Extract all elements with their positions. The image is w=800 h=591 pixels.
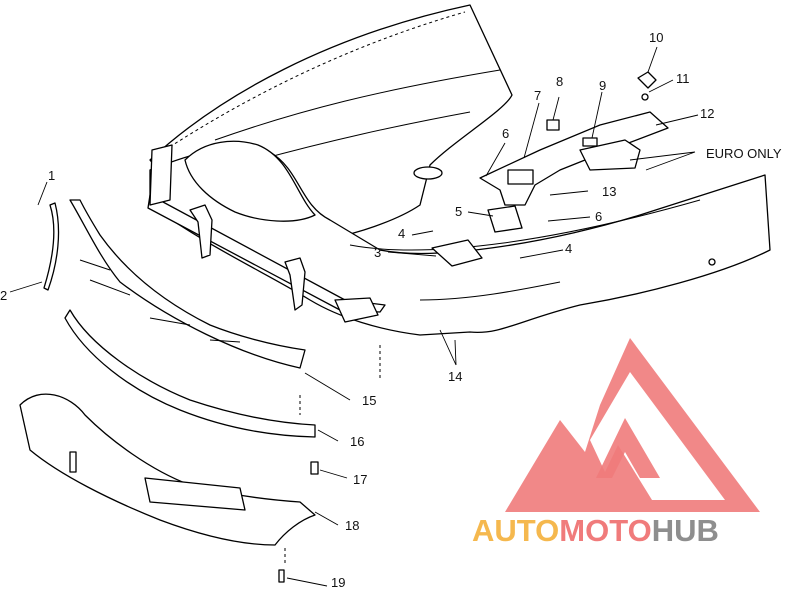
watermark-logo	[505, 338, 760, 512]
screw-17	[310, 461, 319, 475]
callout-12: 12	[700, 106, 714, 121]
frame-bracket-center	[334, 297, 379, 323]
cowl-contour	[349, 199, 701, 301]
callout-13: 13	[602, 184, 616, 199]
label-plate-7	[507, 169, 534, 185]
bumper-cover-15	[69, 199, 306, 369]
callout-7: 7	[534, 88, 541, 103]
frame-end-left	[149, 144, 173, 206]
hood-vent	[413, 166, 443, 180]
hinge-plate-5	[487, 205, 523, 233]
washer-11	[641, 93, 649, 101]
leader-lines	[9, 46, 699, 587]
side-trim-1-2	[43, 202, 60, 291]
callout-2: 2	[0, 288, 7, 303]
callout-3: 3	[374, 245, 381, 260]
fastener-10	[637, 71, 657, 89]
screw-19	[278, 569, 285, 583]
frame-bracket-left	[189, 204, 213, 259]
callout-4-lower: 4	[565, 241, 572, 256]
callout-4-upper: 4	[398, 226, 405, 241]
watermark-triangle-shape	[505, 338, 760, 512]
clip-9	[582, 137, 598, 147]
lower-valance-18	[19, 393, 316, 546]
callout-5: 5	[455, 204, 462, 219]
hood-edge-dash	[164, 11, 466, 151]
callout-10: 10	[649, 30, 663, 45]
callout-16: 16	[350, 434, 364, 449]
callout-14: 14	[448, 369, 462, 384]
frame-bracket-right	[284, 257, 306, 311]
hinge-plate-3	[431, 239, 483, 267]
valance-mount-box	[144, 477, 246, 511]
callout-19: 19	[331, 575, 345, 590]
callout-15: 15	[362, 393, 376, 408]
watermark-hub: HUB	[652, 513, 719, 548]
clip-8	[546, 119, 560, 131]
callout-6-right: 6	[595, 209, 602, 224]
euro-only-label: EURO ONLY	[706, 146, 782, 161]
valance-post	[69, 451, 77, 473]
callout-labels: 1 2 3 4 4 5 6 6 7 8 9 10 11 12 13 14 15 …	[0, 30, 782, 590]
assembly-guide-line	[284, 345, 381, 565]
callout-11: 11	[676, 71, 690, 86]
watermark-moto: MOTO	[559, 513, 651, 548]
cowl-rivet	[708, 258, 716, 266]
bumper-cover-cutouts	[79, 259, 241, 343]
watermark-inner-g-shape	[596, 418, 660, 478]
callout-9: 9	[599, 78, 606, 93]
bumper-strip-16	[64, 309, 316, 438]
callout-6-left: 6	[502, 126, 509, 141]
callout-18: 18	[345, 518, 359, 533]
watermark-auto: AUTO	[472, 513, 559, 548]
callout-1: 1	[48, 168, 55, 183]
windshield-bulge	[184, 140, 316, 222]
callout-8: 8	[556, 74, 563, 89]
watermark-text: AUTOMOTOHUB	[472, 513, 719, 548]
callout-17: 17	[353, 472, 367, 487]
